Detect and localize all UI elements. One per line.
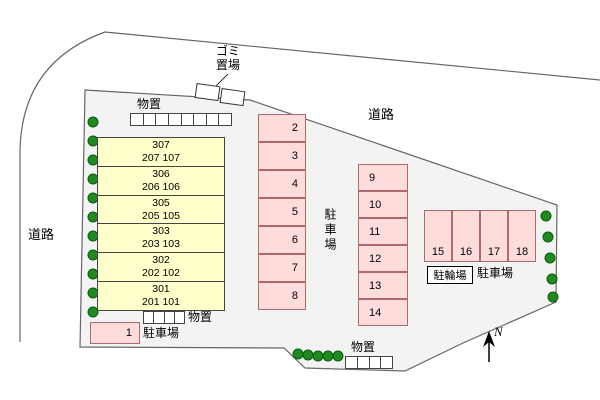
unit-number-line: 203 103 (142, 238, 180, 251)
storage-unit (167, 113, 182, 126)
parking-stall-4: 4 (258, 170, 306, 198)
road-label-top: 道路 (368, 107, 395, 122)
unit-number-line: 207 107 (142, 151, 180, 164)
storage-unit (205, 113, 220, 126)
parking-stall-13: 13 (358, 272, 408, 299)
trees-right-icon (540, 210, 559, 303)
storage-units-bottom (345, 356, 393, 369)
unit-number-line: 202 102 (142, 267, 180, 280)
storage-label-mid: 物置 (188, 310, 213, 324)
parking-stall-10: 10 (358, 191, 408, 218)
unit-number-line: 307 (152, 138, 170, 151)
parking-stall-9: 9 (358, 164, 408, 191)
north-arrow-icon (483, 331, 495, 362)
trees-bottom-icon (292, 348, 344, 362)
storage-unit (180, 113, 195, 126)
parking-stall-16: 16 (452, 210, 480, 262)
garbage-bins-icon (194, 73, 246, 107)
storage-label-top: 物置 (137, 97, 162, 111)
garbage-label-line2: 置場 (215, 58, 240, 72)
parking-area-label-bottom-left: 駐車場 (143, 326, 180, 340)
parking-stall-6: 6 (258, 226, 306, 254)
parking-stall-8: 8 (258, 282, 306, 310)
storage-units-mid (143, 311, 185, 324)
unit-number-line: 306 (152, 167, 170, 180)
building-row: 306 206 106 (98, 165, 224, 195)
unit-number-line: 205 105 (142, 209, 180, 222)
building-row: 305 205 105 (98, 194, 224, 224)
storage-unit (142, 113, 157, 126)
trees-left-icon (87, 116, 99, 318)
road-label-left: 道路 (28, 227, 55, 242)
parking-stall-14: 14 (358, 299, 408, 326)
storage-unit (193, 113, 207, 126)
parking-stall-5: 5 (258, 198, 306, 226)
unit-number-line: 305 (152, 196, 170, 209)
garbage-area-label: ゴミ 置場 (206, 44, 250, 72)
parking-area-label-center: 駐車場 (323, 208, 337, 253)
parking-stall-2: 2 (258, 114, 306, 142)
unit-number-line: 206 106 (142, 180, 180, 193)
storage-units-top (130, 113, 232, 126)
garbage-label-line1: ゴミ (215, 44, 240, 58)
storage-unit (218, 113, 232, 126)
unit-number-line: 303 (152, 225, 170, 238)
parking-stall-17: 17 (480, 210, 508, 262)
building-row: 302 202 102 (98, 252, 224, 281)
unit-number-line: 302 (152, 254, 170, 267)
building-row: 301 201 101 (98, 281, 224, 310)
storage-label-bottom: 物置 (351, 340, 376, 354)
parking-stall-18: 18 (508, 210, 536, 262)
storage-unit (173, 311, 185, 324)
road-outer-edge (19, 31, 600, 342)
unit-number-line: 301 (152, 283, 170, 296)
storage-unit (130, 113, 144, 126)
parking-stall-1: 1 (90, 322, 140, 344)
storage-unit (380, 356, 393, 369)
parking-stall-3: 3 (258, 142, 306, 170)
parking-area-label-right: 駐車場 (477, 266, 514, 280)
building-row: 307 207 107 (98, 138, 224, 166)
bicycle-parking-label: 駐輪場 (427, 266, 473, 284)
parking-stall-12: 12 (358, 245, 408, 272)
unit-number-line: 201 101 (142, 296, 180, 309)
parking-stall-15: 15 (424, 210, 452, 262)
parking-stall-11: 11 (358, 218, 408, 245)
north-label: N (494, 324, 503, 339)
building-row: 303 203 103 (98, 223, 224, 252)
storage-unit (155, 113, 169, 126)
parking-stall-7: 7 (258, 254, 306, 282)
apartment-building: 307 207 107 306 206 106 305 205 105 303 … (97, 137, 225, 311)
